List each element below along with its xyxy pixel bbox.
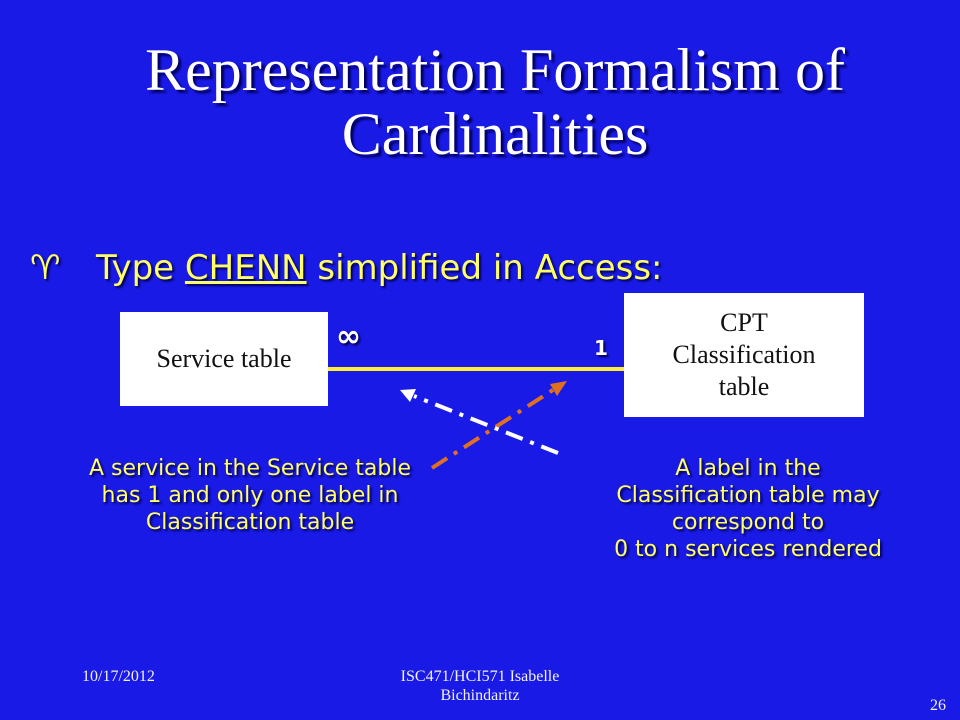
note-left-line-2: has 1 and only one label in <box>101 483 399 508</box>
white-arrow-line <box>413 394 559 455</box>
service-table-entity: Service table <box>120 312 328 406</box>
cardinality-one: 1 <box>594 336 608 360</box>
note-left-line-3: Classification table <box>145 510 355 535</box>
cpt-classification-table-entity: CPT Classification table <box>624 293 864 417</box>
cpt-label-line-3: table <box>718 372 770 401</box>
note-right-line-3: correspond to <box>671 510 825 535</box>
note-right-line-1: A label in the <box>675 456 821 481</box>
note-left-line-1: A service in the Service table <box>88 456 411 481</box>
bullet-item: ♈ Type CHENN simplified in Access: <box>30 246 663 294</box>
bullet-underlined-term: CHENN <box>184 248 307 288</box>
footer-course: ISC471/HCI571 Isabelle Bichindaritz <box>360 667 600 705</box>
bullet-prefix: Type <box>96 248 185 288</box>
orange-arrow-line <box>430 386 558 470</box>
cpt-label-line-2: Classification <box>672 340 816 369</box>
note-right-line-4: 0 to n services rendered <box>614 537 882 562</box>
slide-title: Representation Formalism of Cardinalitie… <box>80 38 910 166</box>
footer-page-number: 26 <box>930 697 946 714</box>
note-service-to-label: A service in the Service table has 1 and… <box>40 455 460 536</box>
slide-title-text: Representation Formalism of Cardinalitie… <box>145 37 845 167</box>
orange-arrowhead <box>550 381 567 396</box>
cpt-table-label: CPT Classification table <box>673 307 816 403</box>
cardinality-many: ∞ <box>336 319 361 354</box>
cpt-label-line-1: CPT <box>720 308 768 337</box>
white-arrowhead <box>400 389 416 402</box>
note-right-line-2: Classification table may <box>616 483 880 508</box>
footer-course-line-1: ISC471/HCI571 Isabelle <box>400 668 560 685</box>
bullet-suffix: simplified in Access: <box>306 248 663 288</box>
ram-bullet-icon: ♈ <box>30 248 61 288</box>
note-label-to-services: A label in the Classification table may … <box>578 455 918 563</box>
footer-date: 10/17/2012 <box>82 668 155 685</box>
service-table-label: Service table <box>156 344 292 373</box>
footer-course-line-2: Bichindaritz <box>440 687 520 704</box>
